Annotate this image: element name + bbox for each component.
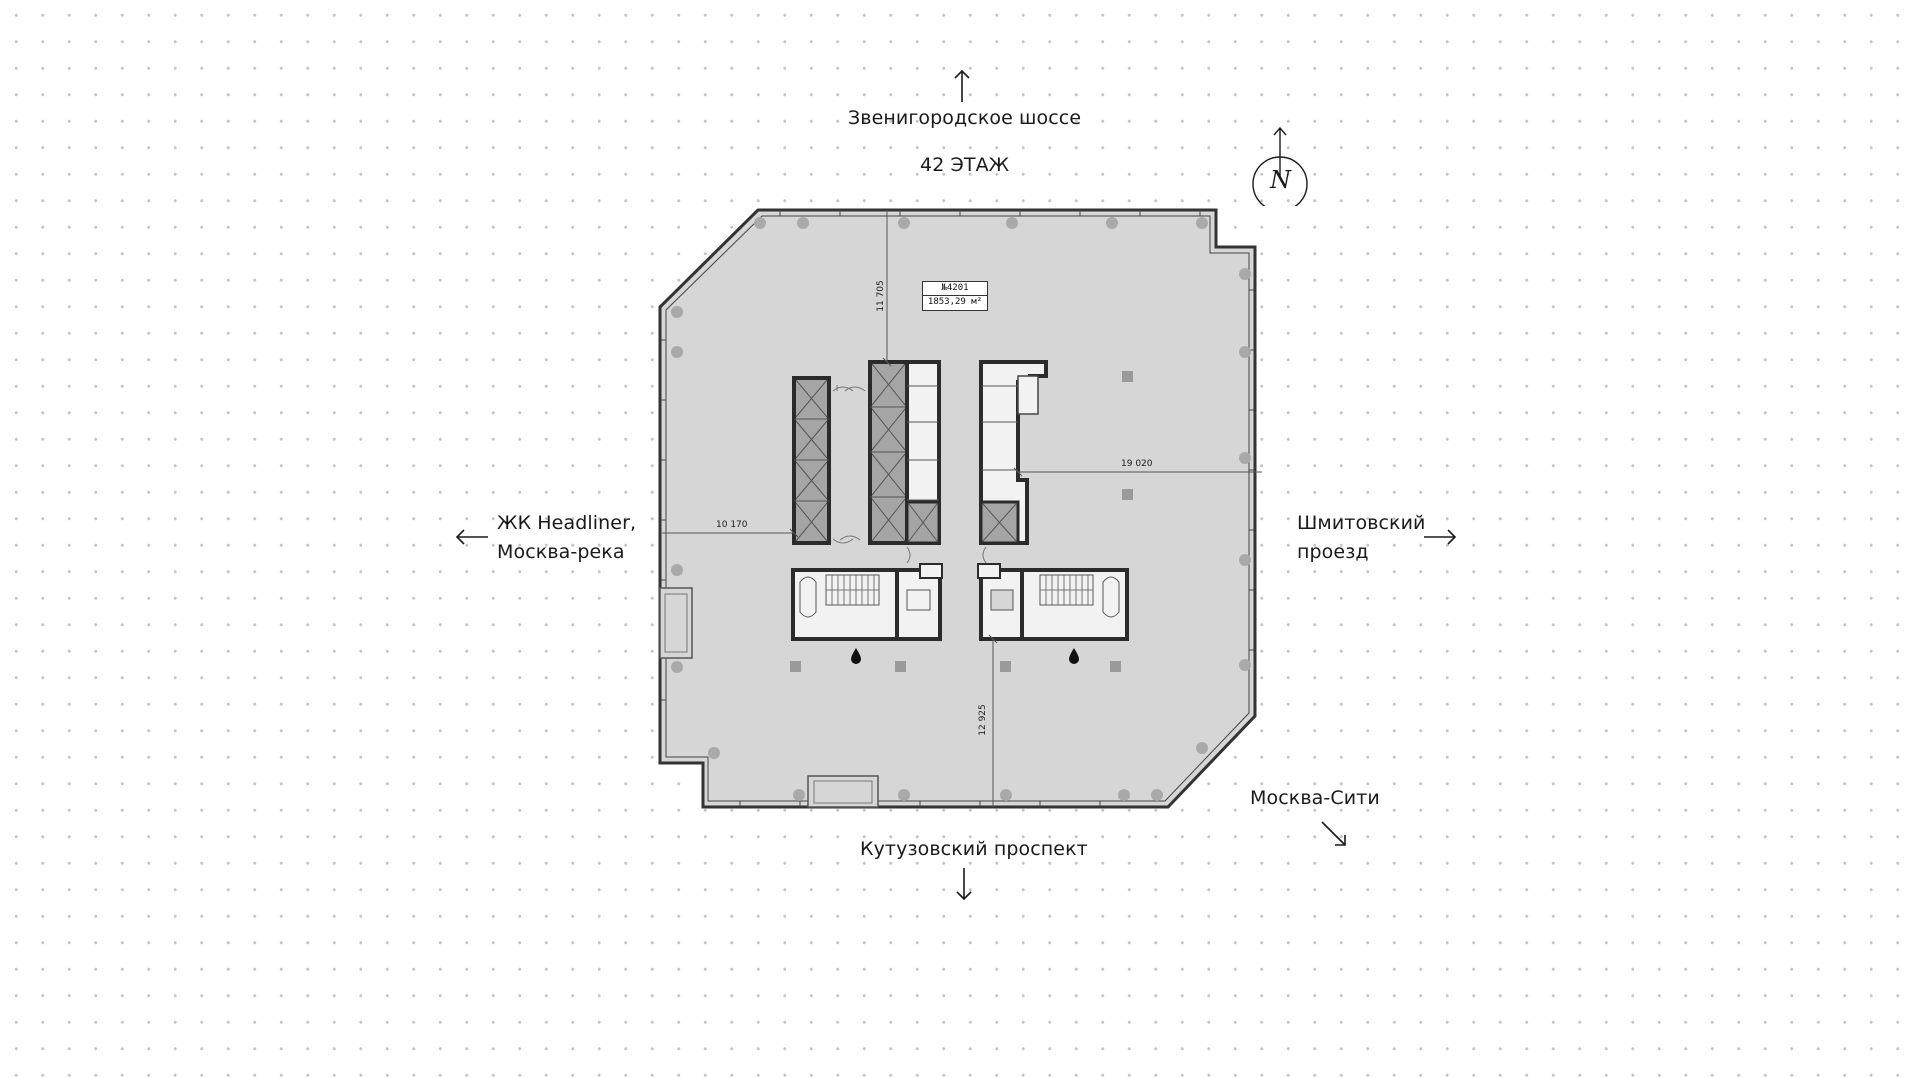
dimension-label-north: 11 705	[876, 280, 886, 312]
floor-title: 42 ЭТАЖ	[920, 154, 1010, 176]
water-drop-icon	[851, 648, 861, 664]
dimension-label-south: 12 925	[978, 704, 988, 736]
street-east-line2: проезд	[1297, 541, 1369, 563]
street-southeast: Москва-Сити	[1250, 787, 1380, 809]
street-east-line1: Шмитовский	[1297, 512, 1426, 534]
street-north: Звенигородское шоссе	[848, 107, 1082, 129]
street-west-line1: ЖК Headliner,	[497, 512, 637, 534]
arrow-icon	[1424, 529, 1457, 545]
arrow-icon	[954, 69, 970, 102]
dimension-lines	[662, 210, 1262, 807]
north-arrow-icon	[1252, 126, 1308, 206]
arrow-icon	[455, 529, 488, 545]
arrow-icon	[956, 868, 972, 901]
street-south: Кутузовский проспект	[860, 838, 1088, 860]
street-west-line2: Москва-река	[497, 541, 625, 563]
arrow-icon	[1321, 821, 1346, 846]
water-drop-icon	[1069, 648, 1079, 664]
interior-columns	[790, 371, 1133, 672]
stair-core-east	[977, 563, 1129, 641]
dimension-label-west: 10 170	[716, 520, 748, 530]
doors	[832, 385, 987, 564]
unit-tag[interactable]: №4201 1853,29 м²	[922, 281, 988, 311]
compass-letter: N	[1270, 166, 1291, 194]
stair-core-west	[791, 563, 943, 641]
lift-shaft-central	[868, 360, 941, 545]
lift-shaft-west	[792, 376, 831, 545]
dimension-label-east: 19 020	[1121, 459, 1153, 469]
lift-shaft-east	[979, 360, 1048, 545]
unit-area: 1853,29 м²	[927, 297, 983, 307]
unit-number: №4201	[923, 282, 987, 296]
perimeter-columns	[671, 217, 1251, 801]
